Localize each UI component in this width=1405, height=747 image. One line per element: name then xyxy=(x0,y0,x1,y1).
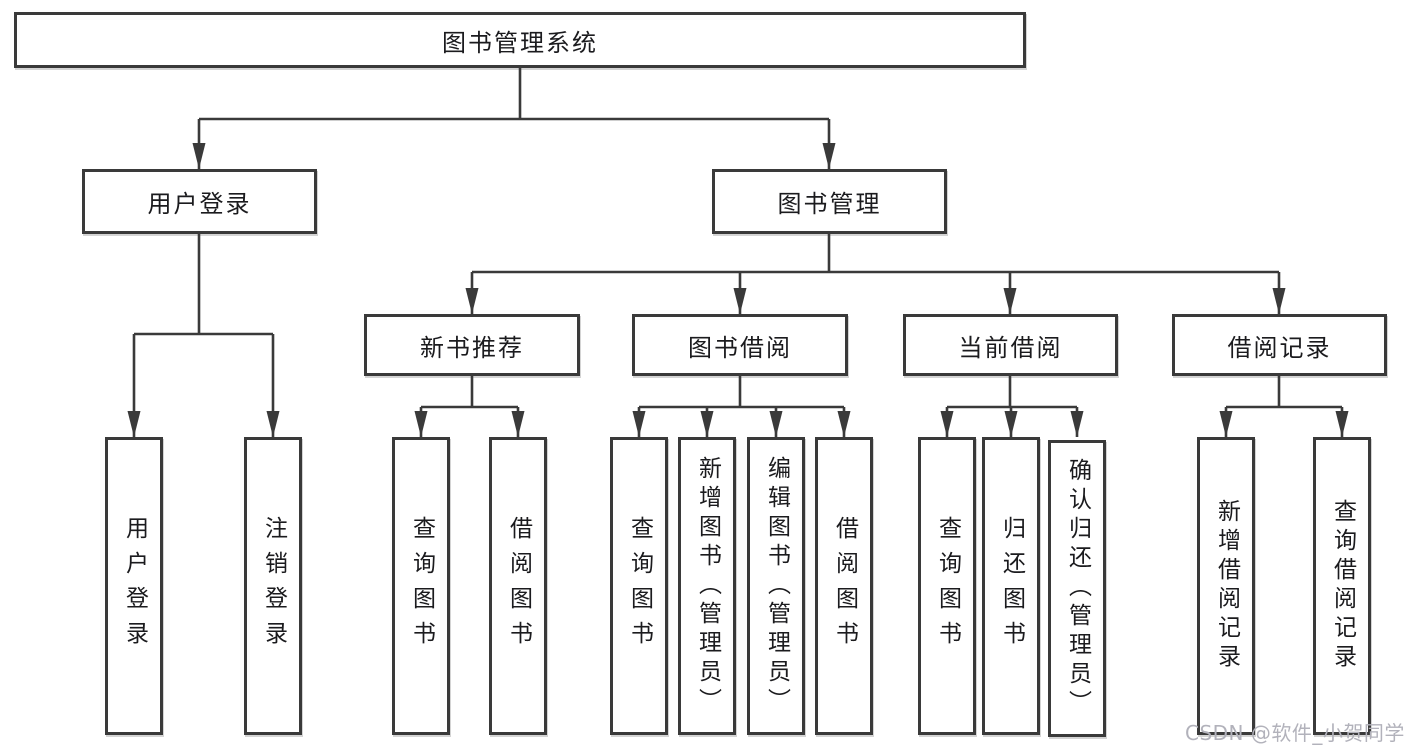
node-book-borrowing: 图书借阅 xyxy=(632,314,848,376)
leaf-query-borrow-record: 查询借阅记录 xyxy=(1313,437,1371,735)
connector-arrowheads xyxy=(127,143,1349,437)
node-user-login: 用户登录 xyxy=(82,169,317,234)
leaf-add-borrow-record: 新增借阅记录 xyxy=(1197,437,1255,735)
leaf-logout: 注销登录 xyxy=(244,437,302,735)
node-borrowing-records: 借阅记录 xyxy=(1172,314,1387,376)
leaf-return-books: 归还图书 xyxy=(982,437,1040,735)
leaf-add-books-admin: 新增图书（管理员） xyxy=(678,437,736,735)
leaf-borrow-books-recommend: 借阅图书 xyxy=(489,437,547,735)
leaf-edit-books-admin: 编辑图书（管理员） xyxy=(747,437,805,735)
node-book-management: 图书管理 xyxy=(712,169,947,234)
connector-lines xyxy=(132,68,1344,437)
node-new-book-recommend: 新书推荐 xyxy=(364,314,580,376)
leaf-confirm-return-admin: 确认归还（管理员） xyxy=(1048,440,1106,737)
leaf-borrow-books-borrowing: 借阅图书 xyxy=(815,437,873,735)
leaf-query-books-borrowing: 查询图书 xyxy=(610,437,668,735)
watermark: CSDN @软件_小贺同学 xyxy=(1185,721,1405,745)
leaf-query-books-current: 查询图书 xyxy=(918,437,976,735)
node-current-borrowing: 当前借阅 xyxy=(903,314,1118,376)
node-root: 图书管理系统 xyxy=(14,12,1026,68)
leaf-user-login: 用户登录 xyxy=(105,437,163,735)
leaf-query-books-recommend: 查询图书 xyxy=(392,437,450,735)
